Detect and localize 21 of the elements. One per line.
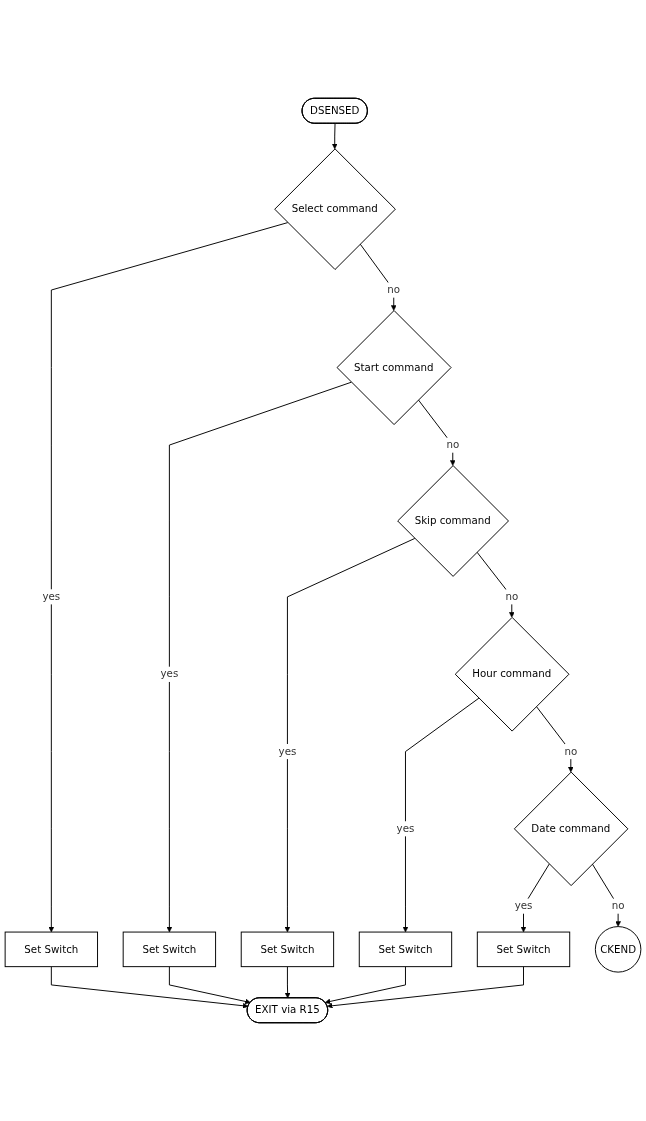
edge-label: yes [396,822,415,835]
node-box: Set Switch [240,931,335,968]
edge-label: yes [278,745,297,758]
edge-label: yes [42,590,61,603]
edge-label: no [505,590,519,603]
edge-label: yes [160,667,179,680]
node-box: Set Switch [476,931,571,968]
node-diamond: Date command [513,771,629,887]
node-diamond: Start command [336,310,452,426]
edge-label: yes [514,899,533,912]
node-circle: CKEND [594,926,642,973]
node-box: Set Switch [122,931,217,968]
node-diamond: Hour command [454,616,570,732]
node-box: Set Switch [358,931,453,968]
edge-label: no [446,438,460,451]
node-diamond: Select command [274,148,396,270]
node-box: Set Switch [4,931,99,968]
edge-label: no [564,745,578,758]
node-diamond: Skip command [397,465,509,577]
edge-label: no [611,899,625,912]
edge-label: no [387,283,401,296]
